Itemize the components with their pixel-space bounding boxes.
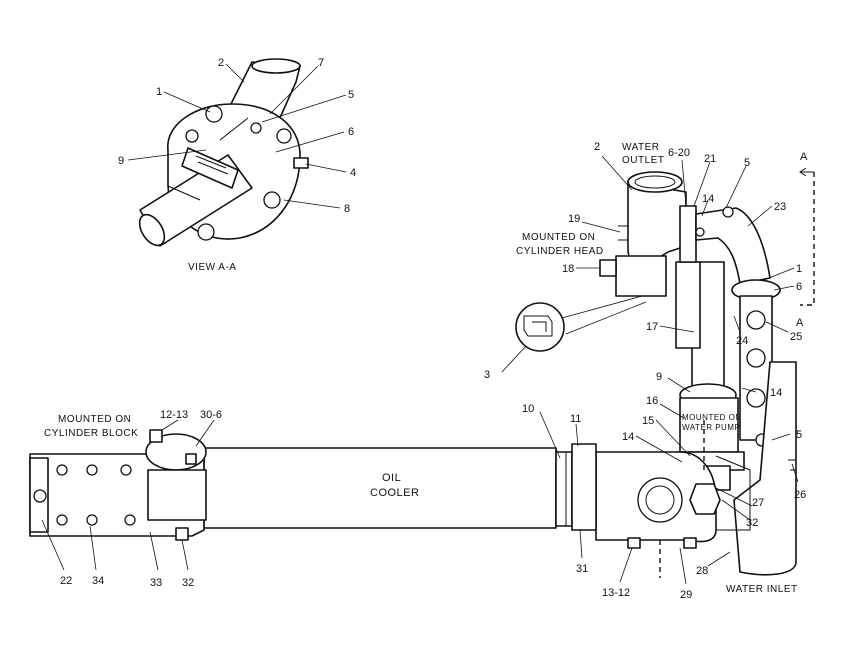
water-inlet-caption: WATER INLET bbox=[726, 584, 798, 595]
mounted-head-caption-line1: MOUNTED ON bbox=[522, 232, 595, 243]
callout-22: 22 bbox=[60, 575, 72, 587]
callout-26: 26 bbox=[794, 489, 806, 501]
oil-cooler-assembly bbox=[29, 429, 597, 541]
callout-33: 33 bbox=[150, 577, 162, 589]
section-line-aa: A A bbox=[796, 151, 815, 329]
callout-21: 21 bbox=[704, 153, 716, 165]
callout-6: 6 bbox=[796, 281, 802, 293]
callout-31: 31 bbox=[576, 563, 588, 575]
callout-32-right: 32 bbox=[746, 517, 758, 529]
view-callout-7: 7 bbox=[318, 57, 324, 69]
callout-14-right: 14 bbox=[770, 387, 782, 399]
callout-11: 11 bbox=[570, 413, 581, 425]
callout-19: 19 bbox=[568, 213, 580, 225]
leader-lines bbox=[41, 155, 799, 585]
callout-3: 3 bbox=[484, 369, 490, 381]
callout-5-top: 5 bbox=[744, 157, 750, 169]
view-callout-2: 2 bbox=[218, 57, 224, 69]
water-outlet-caption-line2: OUTLET bbox=[622, 155, 664, 166]
view-callout-9: 9 bbox=[118, 155, 124, 167]
view-callout-5: 5 bbox=[348, 89, 354, 101]
mounted-block-caption-line2: CYLINDER BLOCK bbox=[44, 428, 138, 439]
callout-14-mid: 14 bbox=[622, 431, 634, 443]
mounted-head-caption-line2: CYLINDER HEAD bbox=[516, 246, 604, 257]
view-aa-detail: 1 2 7 5 6 4 8 9 VIEW A-A bbox=[118, 57, 356, 273]
callout-6-20: 6-20 bbox=[668, 147, 690, 159]
callout-15: 15 bbox=[642, 415, 654, 427]
callout-25: 25 bbox=[790, 331, 802, 343]
section-label-a-bottom: A bbox=[796, 317, 804, 329]
water-outlet-caption-line1: WATER bbox=[622, 142, 660, 153]
oil-cooler-label-line1: OIL bbox=[382, 472, 401, 484]
callout-1: 1 bbox=[796, 263, 802, 275]
oil-cooler-label-line2: COOLER bbox=[370, 487, 419, 499]
view-callout-4: 4 bbox=[350, 167, 356, 179]
view-callout-8: 8 bbox=[344, 203, 350, 215]
section-label-a-top: A bbox=[800, 151, 808, 163]
view-aa-caption: VIEW A-A bbox=[188, 262, 236, 273]
view-callout-6: 6 bbox=[348, 126, 354, 138]
callout-14-top: 14 bbox=[702, 193, 714, 205]
callout-2: 2 bbox=[594, 141, 600, 153]
callout-30-6: 30-6 bbox=[200, 409, 222, 421]
callout-34: 34 bbox=[92, 575, 104, 587]
callout-16: 16 bbox=[646, 395, 658, 407]
callout-27: 27 bbox=[752, 497, 764, 509]
callout-28: 28 bbox=[696, 565, 708, 577]
callout-5-right: 5 bbox=[796, 429, 802, 441]
callout-9: 9 bbox=[656, 371, 662, 383]
callout-10: 10 bbox=[522, 403, 534, 415]
callout-32-bottom: 32 bbox=[182, 577, 194, 589]
mounted-block-caption-line1: MOUNTED ON bbox=[58, 414, 131, 425]
callout-numbers: 2 6-20 21 5 23 14 19 18 1 6 24 25 17 3 9… bbox=[60, 141, 806, 601]
mounted-pump-caption-line1: MOUNTED ON bbox=[682, 413, 742, 422]
callout-29: 29 bbox=[680, 589, 692, 601]
callout-13-12: 13-12 bbox=[602, 587, 630, 599]
callout-12-13: 12-13 bbox=[160, 409, 188, 421]
callout-17: 17 bbox=[646, 321, 658, 333]
callout-18: 18 bbox=[562, 263, 574, 275]
mounted-pump-caption-line2: WATER PUMP bbox=[682, 423, 740, 432]
view-callout-1: 1 bbox=[156, 86, 162, 98]
callout-23: 23 bbox=[774, 201, 786, 213]
callout-24: 24 bbox=[736, 335, 748, 347]
